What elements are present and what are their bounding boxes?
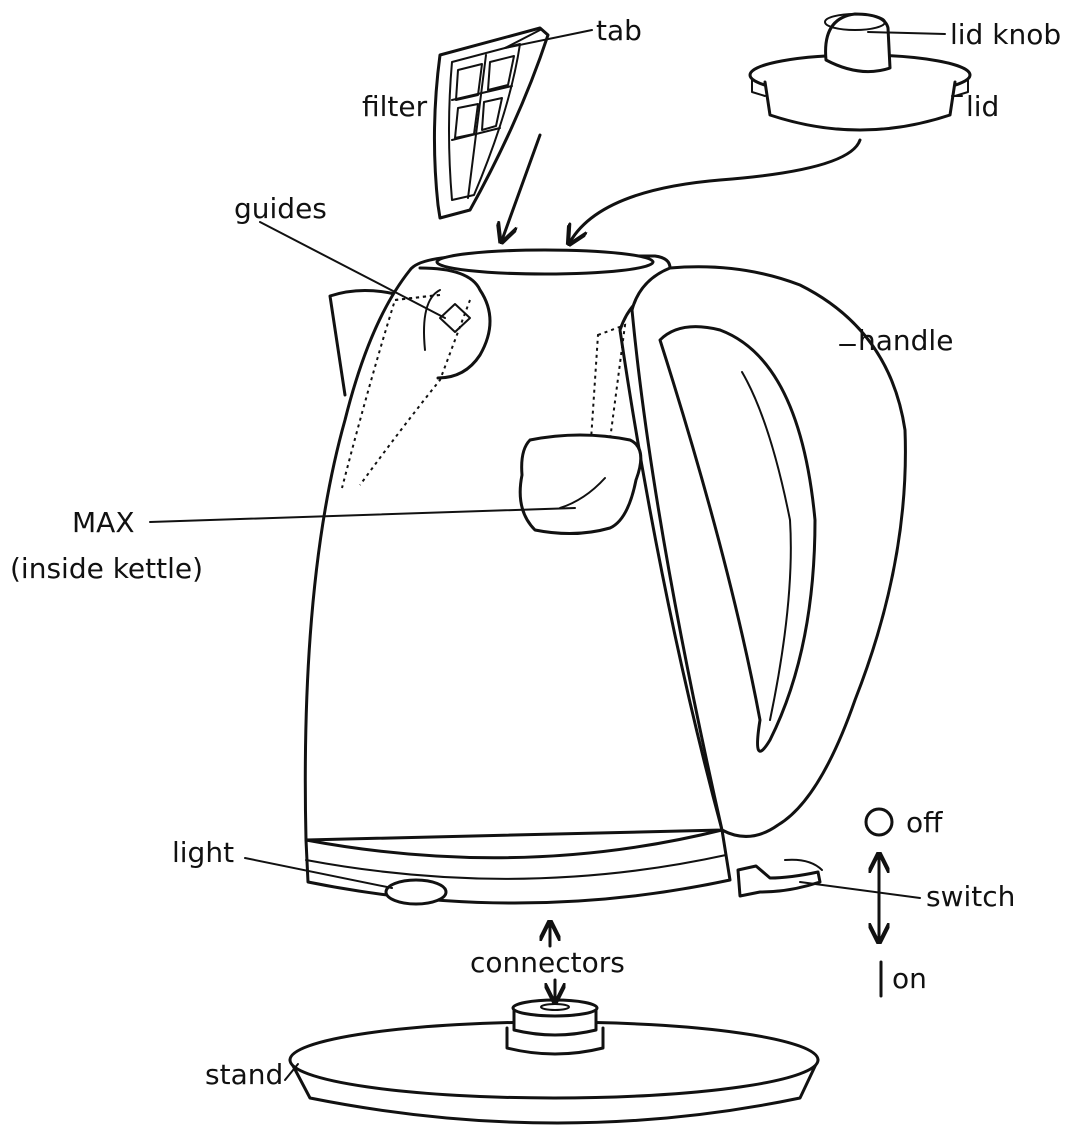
label-filter: filter: [362, 90, 428, 123]
filter-part: [432, 26, 550, 220]
label-handle: handle: [858, 324, 953, 357]
label-max: MAX: [72, 506, 135, 539]
label-on: on: [892, 962, 927, 995]
label-stand: stand: [205, 1058, 283, 1091]
switch-lever: [736, 864, 822, 898]
label-connectors: connectors: [470, 946, 625, 979]
label-switch: switch: [926, 880, 1015, 913]
kettle-stand: [288, 998, 820, 1125]
lid-part: [748, 12, 972, 132]
label-lid-knob: lid knob: [950, 18, 1061, 51]
label-off: off: [906, 806, 943, 839]
light-indicator: [384, 878, 448, 906]
kettle-body: [303, 248, 823, 906]
label-light: light: [172, 836, 234, 869]
label-guides: guides: [234, 192, 327, 225]
kettle-handle: [630, 265, 907, 838]
off-circle-icon: [864, 807, 894, 837]
label-inside-kettle: (inside kettle): [10, 552, 203, 585]
label-tab: tab: [596, 14, 642, 47]
label-lid: lid: [966, 90, 999, 123]
